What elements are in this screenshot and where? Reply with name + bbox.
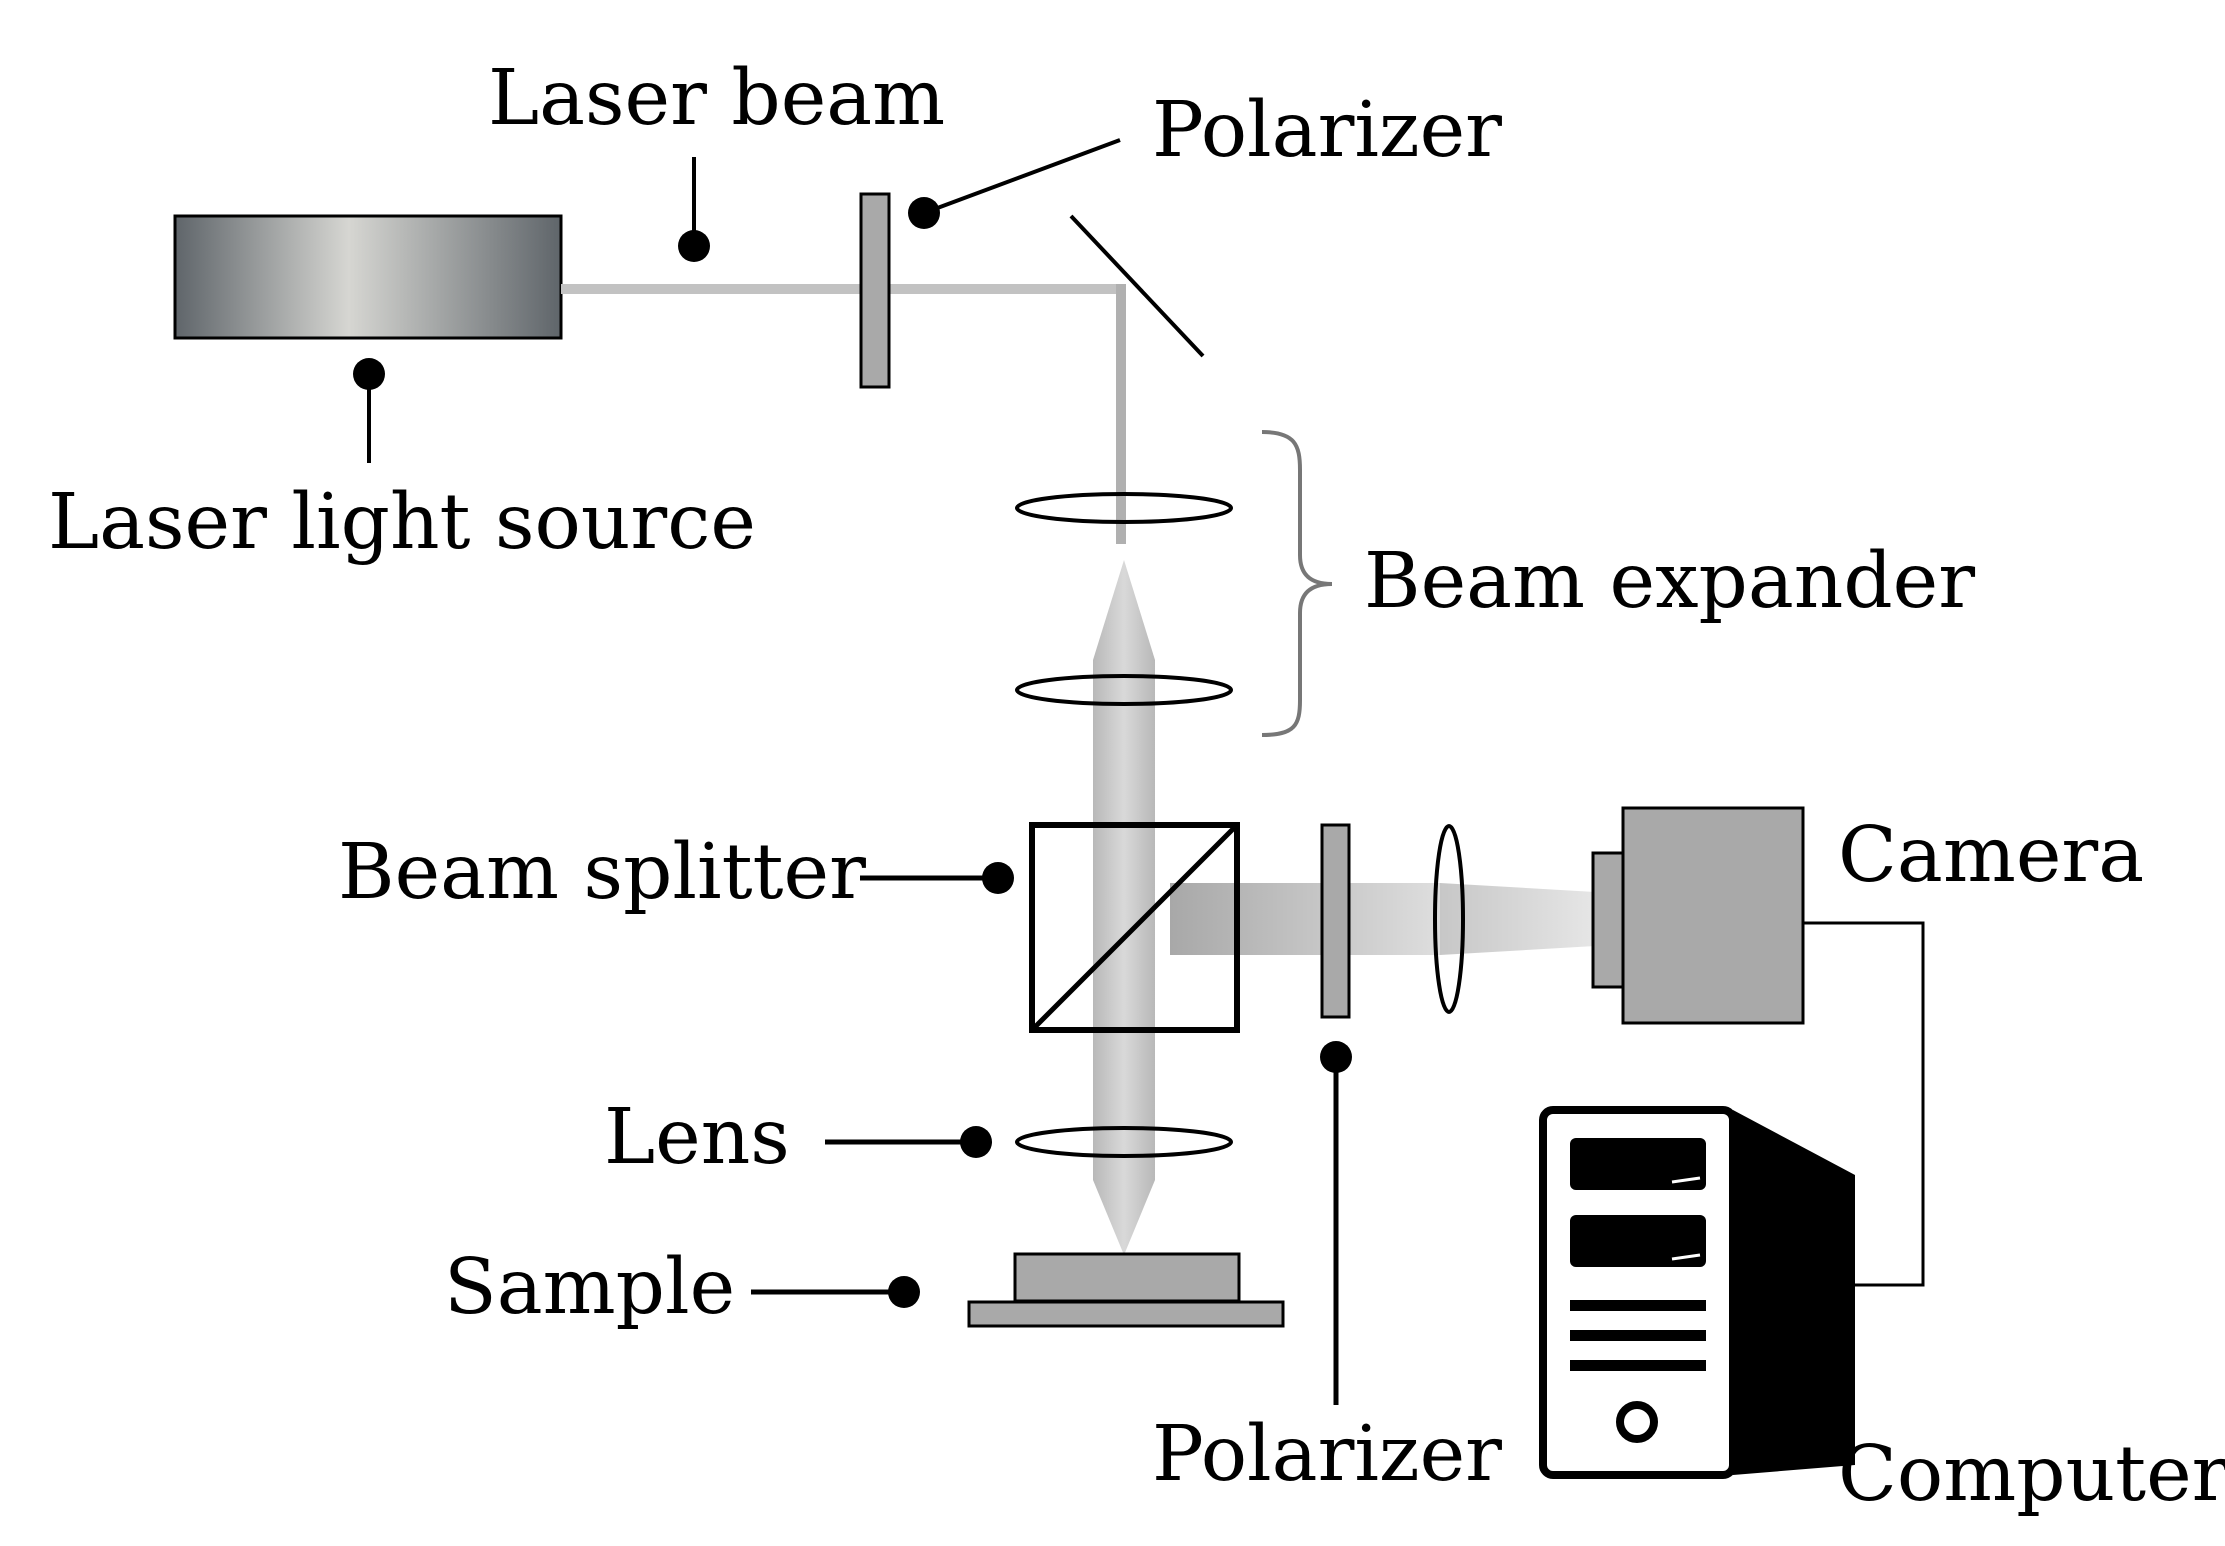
camera-lens	[1433, 824, 1465, 1014]
camera-beam	[1170, 883, 1595, 955]
label-laser-light-source: Laser light source	[48, 478, 756, 567]
camera	[1591, 806, 1805, 1025]
mirror	[1069, 214, 1205, 358]
sample-stage	[967, 1252, 1285, 1328]
leader-lens	[825, 1126, 992, 1158]
lens-element	[1015, 1126, 1233, 1158]
leader-laser-light-source	[353, 358, 385, 463]
label-laser-beam: Laser beam	[488, 54, 945, 143]
polarizer-top-plate	[859, 192, 891, 389]
label-sample: Sample	[444, 1243, 735, 1332]
beam-expander-brace	[1261, 430, 1333, 737]
leader-polarizer-top	[908, 138, 1121, 229]
expander-lens-1	[1015, 492, 1233, 524]
label-lens: Lens	[604, 1093, 790, 1182]
laser-light-source	[173, 214, 563, 340]
beam-splitter	[1029, 822, 1240, 1033]
label-beam-splitter: Beam splitter	[338, 828, 866, 917]
computer-tower	[1539, 1106, 1855, 1479]
camera-computer-cable	[1803, 921, 1925, 1287]
expander-lens-2	[1015, 674, 1233, 706]
leader-sample	[751, 1276, 920, 1308]
label-beam-expander: Beam expander	[1364, 537, 1975, 626]
leader-polarizer-bottom	[1320, 1041, 1352, 1405]
expanded-beam	[1093, 560, 1155, 1255]
label-camera: Camera	[1838, 811, 2144, 900]
label-polarizer-top: Polarizer	[1152, 86, 1502, 175]
leader-beam-splitter	[860, 862, 1014, 894]
laser-beam	[561, 284, 1126, 544]
label-polarizer-bottom: Polarizer	[1152, 1410, 1502, 1499]
leader-laser-beam	[678, 157, 710, 262]
polarizer-bottom-plate	[1320, 823, 1351, 1019]
label-computer: Computer	[1838, 1430, 2225, 1519]
